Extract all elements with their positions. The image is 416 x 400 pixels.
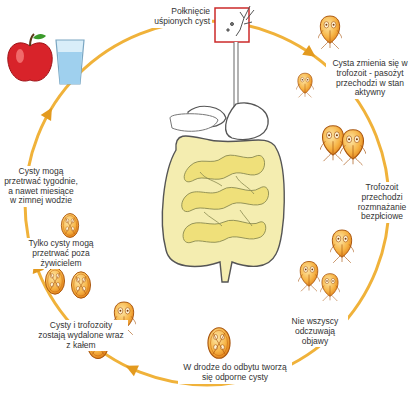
- digestive-system: [162, 42, 284, 282]
- step-note: Połknięcie uśpionych cyst: [138, 6, 212, 28]
- ingestion-frame: [215, 8, 249, 42]
- cyst: [45, 268, 64, 294]
- step-text: W drodze do odbytu tworzą się odporne cy…: [183, 362, 286, 382]
- apple-icon: [8, 34, 52, 81]
- step-text: Cysta zmienia się w trofozoit - pasożyt …: [332, 58, 407, 97]
- trophozoite: [320, 274, 340, 301]
- step-text: Trofozoit przechodzi rozmnażanie bezpłci…: [358, 182, 407, 221]
- step-note: Cysta zmienia się w trofozoit - pasożyt …: [326, 58, 414, 99]
- cyst: [71, 272, 90, 298]
- trophozoite-dividing: [340, 130, 366, 165]
- step-text: Tylko cysty mogą przetrwać poza żywiciel…: [28, 238, 93, 268]
- step-text: Nie wszyscy odczuwają objawy: [292, 316, 339, 346]
- cyst: [208, 328, 230, 359]
- step-text: Połknięcie uśpionych cyst: [154, 6, 210, 26]
- trophozoite: [296, 73, 314, 97]
- trophozoite: [298, 261, 320, 291]
- step-note: Trofozoit przechodzi rozmnażanie bezpłci…: [350, 182, 414, 223]
- water-glass-icon: [56, 40, 84, 84]
- step-text: Cysty mogą przetrwać tygodnie, a nawet m…: [4, 166, 78, 205]
- step-note: W drodze do odbytu tworzą się odporne cy…: [178, 362, 292, 384]
- step-note: Tylko cysty mogą przetrwać poza żywiciel…: [22, 238, 100, 269]
- trophozoite: [318, 16, 342, 49]
- trophozoite: [330, 230, 354, 263]
- step-note: Nie wszyscy odczuwają objawy: [282, 316, 348, 347]
- trophozoite-dividing: [320, 126, 346, 161]
- step-note: Cysty mogą przetrwać tygodnie, a nawet m…: [2, 166, 80, 207]
- hand-icon: [227, 6, 254, 36]
- cyst: [61, 214, 78, 238]
- step-note: Cysty i trofozoity zostają wydalone wraz…: [34, 320, 128, 351]
- step-text: Cysty i trofozoity zostają wydalone wraz…: [38, 320, 124, 350]
